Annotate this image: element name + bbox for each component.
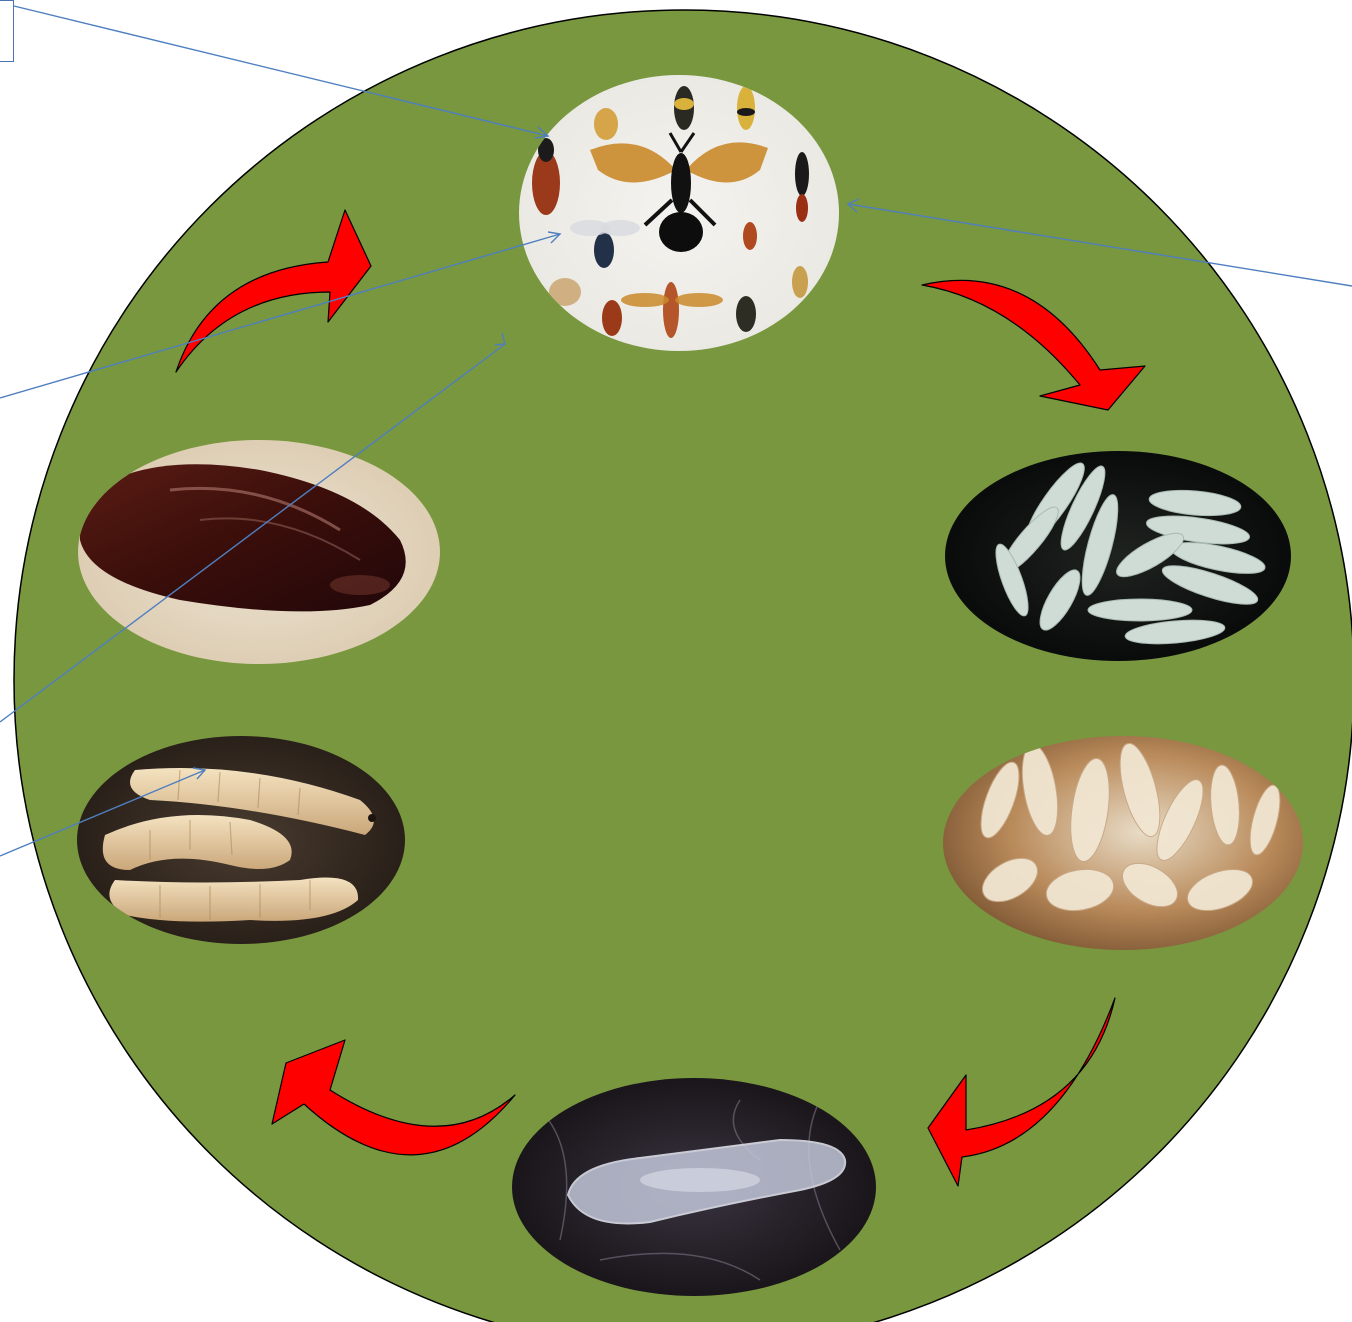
label-box-fragment	[0, 0, 14, 62]
adult-wasps-photo	[518, 74, 840, 352]
eggs-photo	[944, 450, 1292, 662]
